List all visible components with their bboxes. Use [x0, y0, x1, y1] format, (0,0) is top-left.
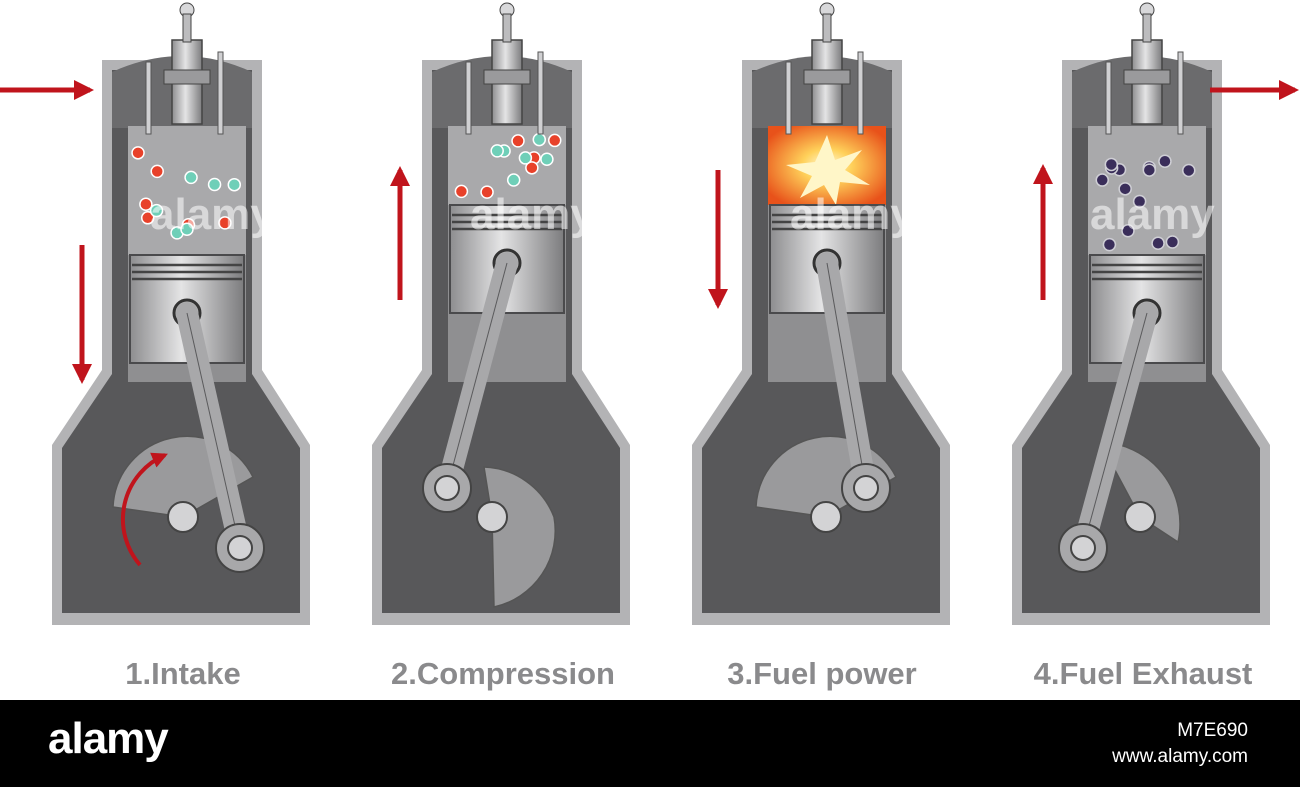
exhaust-particle: [1121, 224, 1135, 238]
fuel-particle: [511, 134, 525, 148]
spark-plug-terminal: [1142, 13, 1152, 43]
spark-plug-nut: [163, 69, 211, 85]
connecting-rod-edge: [446, 262, 508, 489]
fuel-particle: [490, 144, 504, 158]
fuel-particle: [227, 177, 242, 192]
stroke-label-intake: 1.Intake: [125, 656, 241, 691]
stroke-label-power: 3.Fuel power: [727, 656, 917, 691]
crank-pin: [1070, 535, 1096, 561]
exhaust-valve-stem: [217, 51, 224, 135]
image-id: M7E690: [1177, 720, 1248, 741]
fuel-particle: [140, 211, 155, 225]
fuel-particle: [150, 164, 164, 179]
fuel-particle: [180, 222, 194, 236]
engine-stroke-1: [52, 2, 310, 625]
stroke-label-exhaust: 4.Fuel Exhaust: [1033, 656, 1253, 691]
intake-valve-stem: [785, 61, 792, 135]
exhaust-particle: [1118, 182, 1132, 196]
fuel-particle: [532, 132, 547, 147]
engine-stroke-2: [372, 2, 898, 625]
fuel-particle: [207, 177, 222, 192]
fuel-particle: [218, 216, 232, 230]
crank-pin: [434, 475, 460, 501]
brand-logo: alamy: [48, 714, 169, 763]
rotation-arrow: [120, 452, 168, 567]
engine-stroke-3: [692, 2, 950, 625]
crankshaft-main: [476, 501, 508, 533]
exhaust-particle: [1142, 163, 1157, 177]
exhaust-particle: [1095, 173, 1109, 187]
spark-plug-terminal: [182, 13, 192, 43]
crankshaft-main: [1124, 501, 1156, 533]
spark-plug-terminal: [822, 13, 832, 43]
spark-plug-terminal: [502, 13, 512, 43]
exhaust-particle: [1158, 154, 1172, 169]
engine-stroke-4: [1012, 2, 1270, 625]
crankshaft-main: [810, 501, 842, 533]
crankshaft-main: [167, 501, 199, 533]
exhaust-particle: [1182, 163, 1196, 178]
crank-pin: [853, 475, 879, 501]
fuel-particle: [480, 185, 494, 199]
exhaust-particle: [1132, 194, 1147, 209]
intake-valve-stem: [145, 61, 152, 135]
connecting-rod-edge: [1082, 312, 1148, 549]
stroke-label-compression: 2.Compression: [391, 656, 615, 691]
spark-plug-nut: [483, 69, 531, 85]
site-url: www.alamy.com: [1112, 746, 1248, 767]
crank-pin: [227, 535, 253, 561]
spark-plug-nut: [1123, 69, 1171, 85]
crank-counterweight: [483, 466, 556, 608]
exhaust-particle: [1102, 237, 1117, 252]
combustion-flash: [786, 135, 870, 205]
fuel-particle: [525, 161, 539, 175]
exhaust-particle: [1104, 157, 1119, 172]
watermark-footer: alamy M7E690 www.alamy.com: [0, 700, 1300, 787]
intake-valve-stem: [465, 61, 472, 135]
fuel-particle: [139, 197, 153, 211]
fuel-particle: [149, 203, 164, 218]
exhaust-valve-stem: [537, 51, 544, 135]
fuel-particle: [518, 151, 533, 165]
fuel-particle: [454, 184, 469, 199]
exhaust-particle: [1151, 236, 1165, 251]
fuel-particle: [547, 133, 562, 148]
fuel-particle: [540, 152, 554, 167]
combustion-chamber: [1088, 126, 1206, 255]
fuel-particle: [131, 146, 145, 160]
fuel-particle: [506, 173, 521, 187]
connecting-rod-edge: [186, 312, 241, 549]
spark-plug-nut: [803, 69, 851, 85]
exhaust-valve-stem: [857, 51, 864, 135]
intake-valve-stem: [1105, 61, 1112, 135]
connecting-rod-edge: [826, 262, 867, 489]
four-stroke-engine-diagram: [0, 2, 1299, 625]
exhaust-particle: [1165, 235, 1180, 249]
fuel-particle: [184, 170, 198, 185]
exhaust-valve-stem: [1177, 51, 1184, 135]
